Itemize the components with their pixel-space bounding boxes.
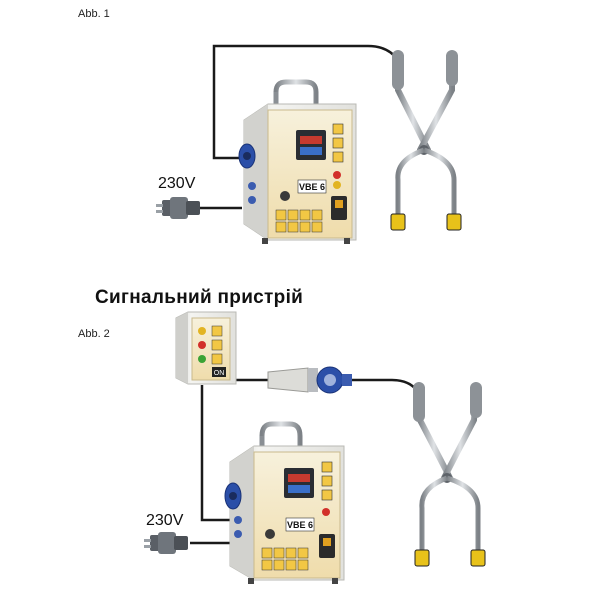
cable-gland-1b xyxy=(248,196,256,204)
model-label-2: VBE 6 xyxy=(287,520,313,530)
connector-adapter xyxy=(267,366,352,394)
device-vbe6-1: VBE 6 xyxy=(238,79,357,244)
signal-lamp-green xyxy=(198,355,206,363)
stunning-tongs-2 xyxy=(413,382,486,567)
lamp-red-1 xyxy=(333,171,341,179)
knob-1 xyxy=(280,191,290,201)
mains-plug-2 xyxy=(144,532,188,554)
lamp-red-2 xyxy=(322,508,330,516)
electrode-tip-2a xyxy=(414,549,430,567)
control-display-1 xyxy=(296,130,326,160)
cable-gland-1a xyxy=(248,182,256,190)
knob-2 xyxy=(265,529,275,539)
electrode-tip-1b xyxy=(446,213,462,231)
status-pictograms-2 xyxy=(321,461,333,501)
signal-cable-down xyxy=(200,385,234,522)
device-vbe6-2: VBE 6 xyxy=(224,421,345,584)
figure-1: VBE 6 xyxy=(156,44,462,244)
lamp-yellow-1 xyxy=(333,181,341,189)
on-badge xyxy=(212,367,226,377)
electrode-tip-1a xyxy=(390,213,406,231)
figure-1-label: Abb. 1 xyxy=(78,8,110,20)
on-label: ON xyxy=(214,370,225,377)
warning-pictograms-2 xyxy=(261,547,309,571)
carry-handle-1 xyxy=(273,79,319,104)
signal-lamp-red xyxy=(198,341,206,349)
signal-lamp-yellow xyxy=(198,327,206,335)
section-title: Сигнальний пристрій xyxy=(95,287,304,308)
stunning-tongs-1 xyxy=(390,50,462,231)
electrode-tip-2b xyxy=(470,549,486,567)
cable-gland-2a xyxy=(234,516,242,524)
tong-cable-2 xyxy=(350,378,420,393)
control-display-2 xyxy=(284,468,314,498)
voltage-label-2: 230V xyxy=(146,512,184,529)
status-pictograms-1 xyxy=(332,123,344,163)
cable-gland-2b xyxy=(234,530,242,538)
model-label-1: VBE 6 xyxy=(299,182,325,192)
mains-plug-1 xyxy=(156,197,200,219)
signal-device: ON xyxy=(175,311,237,385)
warning-pictograms-1 xyxy=(275,209,323,233)
figure-2: ON VBE 6 xyxy=(144,311,486,584)
voltage-label-1: 230V xyxy=(158,175,196,192)
figure-2-label: Abb. 2 xyxy=(78,328,110,340)
carry-handle-2 xyxy=(259,421,303,448)
